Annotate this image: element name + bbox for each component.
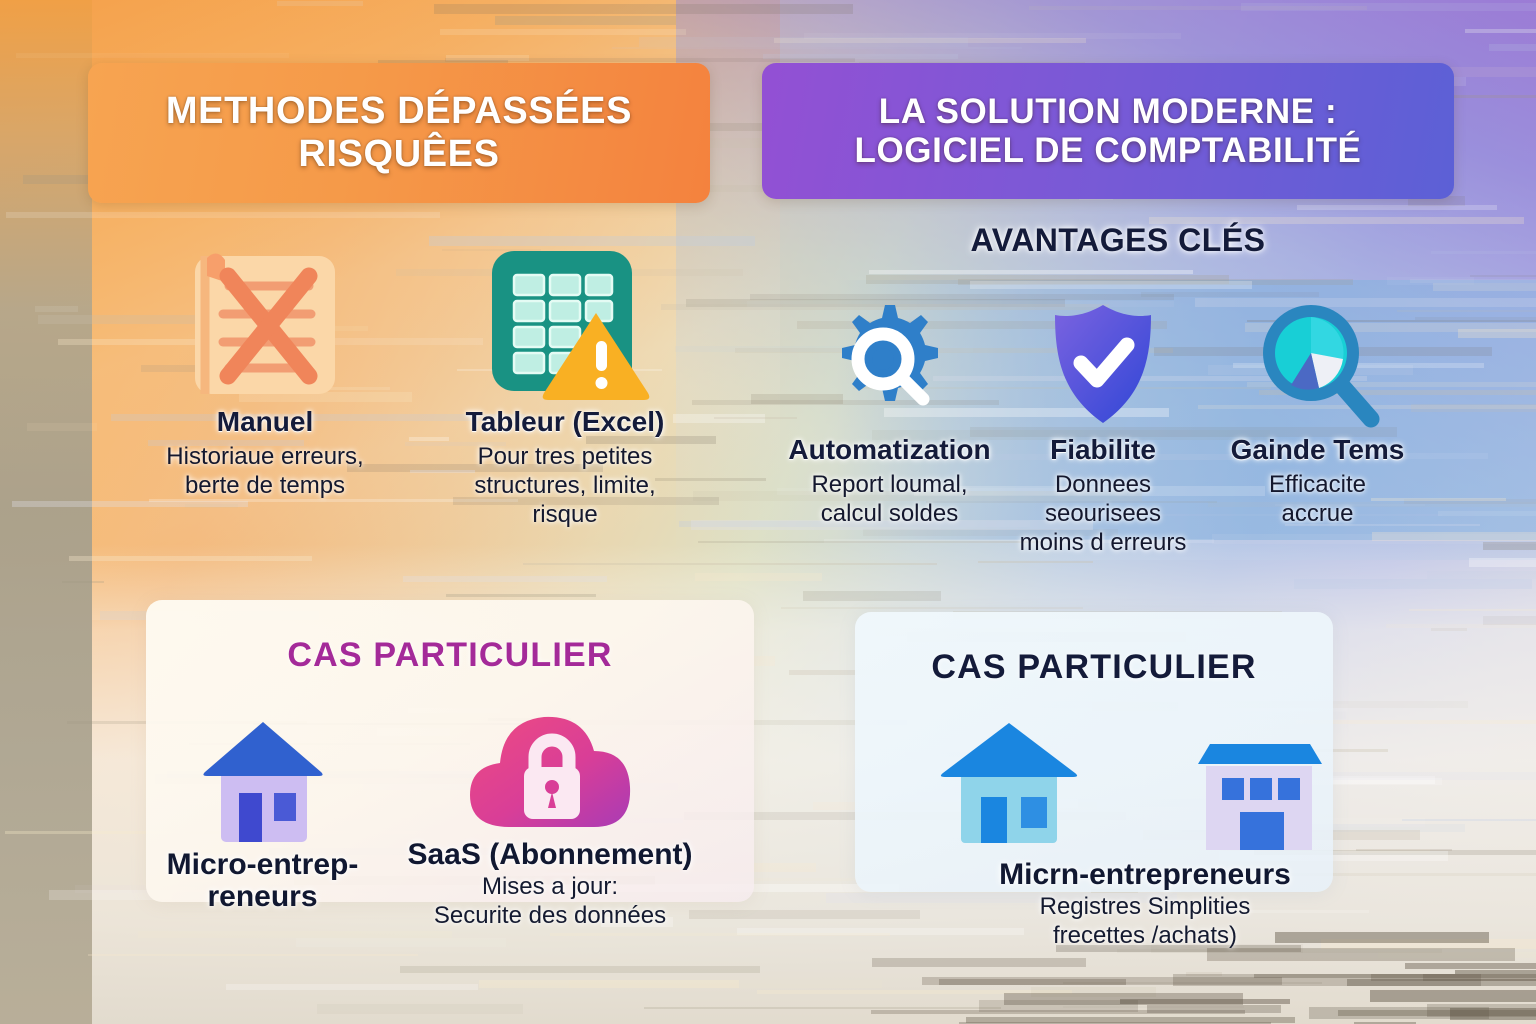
pie-magnifier-icon xyxy=(1210,264,1425,429)
header-banner-traditional: METHODES DÉPASSÉES RISQUÊES xyxy=(88,63,710,203)
banner-left-line1: METHODES DÉPASSÉES xyxy=(165,90,633,133)
tile-automatization: Automatization Report loumal,calcul sold… xyxy=(772,264,1007,528)
background-blue-band xyxy=(836,280,1536,540)
tile-automatization-desc: Report loumal,calcul soldes xyxy=(811,470,968,528)
header-banner-modern-text: LA SOLUTION MODERNE : LOGICIEL DE COMPTA… xyxy=(855,92,1362,170)
shield-check-icon xyxy=(1017,264,1189,429)
gear-magnifier-icon xyxy=(772,264,1007,429)
tile-automatization-title: Automatization xyxy=(788,434,991,465)
card-left-item-micro-entrepreneurs: Micro-entrep-reneurs xyxy=(150,700,375,914)
crossed-out-ledger-icon xyxy=(120,236,410,401)
tile-fiabilite-title: Fiabilite xyxy=(1050,434,1156,465)
cloud-lock-icon xyxy=(395,690,705,835)
background-left-edge-band xyxy=(0,0,92,1024)
house-icon xyxy=(930,700,1090,845)
banner-left-line2: RISQUÊES xyxy=(298,133,500,175)
tile-gain-de-temps-title: Gainde Tems xyxy=(1230,434,1405,465)
card-left-item-saas: SaaS (Abonnement) Mises a jour:Securite … xyxy=(395,690,705,931)
card-left-item2-desc: Mises a jour:Securite des données xyxy=(433,873,667,930)
card-right-title: CAS PARTICULIER xyxy=(931,648,1257,686)
tile-manuel-desc: Historiaue erreurs,berte de temps xyxy=(166,442,364,500)
header-banner-traditional-text: METHODES DÉPASSÉES RISQUÊES xyxy=(166,90,632,175)
card-right-text: Micrn-entrepreneurs Registres Simplities… xyxy=(905,855,1385,951)
header-banner-modern: LA SOLUTION MODERNE : LOGICIEL DE COMPTA… xyxy=(762,63,1454,199)
card-right-item-title: Micrn-entrepreneurs xyxy=(999,858,1291,891)
house-icon xyxy=(150,700,375,845)
banner-right-line1: LA SOLUTION MODERNE : xyxy=(878,91,1338,131)
card-right-shop xyxy=(1185,706,1335,851)
tile-tableur-title: Tableur (Excel) xyxy=(465,406,665,437)
card-left-title: CAS PARTICULIER xyxy=(287,636,613,674)
avantages-cles-heading: AVANTAGES CLÉS xyxy=(970,222,1266,258)
spreadsheet-warning-icon xyxy=(415,236,715,401)
card-left-item2-title: SaaS (Abonnement) xyxy=(407,838,693,871)
card-left-item1-title: Micro-entrep-reneurs xyxy=(166,848,359,914)
tile-manuel-title: Manuel xyxy=(216,406,314,437)
tile-manuel: Manuel Historiaue erreurs,berte de temps xyxy=(120,236,410,500)
banner-right-line2: LOGICIEL DE COMPTABILITÉ xyxy=(854,131,1362,170)
shop-building-icon xyxy=(1185,706,1335,851)
card-right-house xyxy=(930,700,1090,845)
